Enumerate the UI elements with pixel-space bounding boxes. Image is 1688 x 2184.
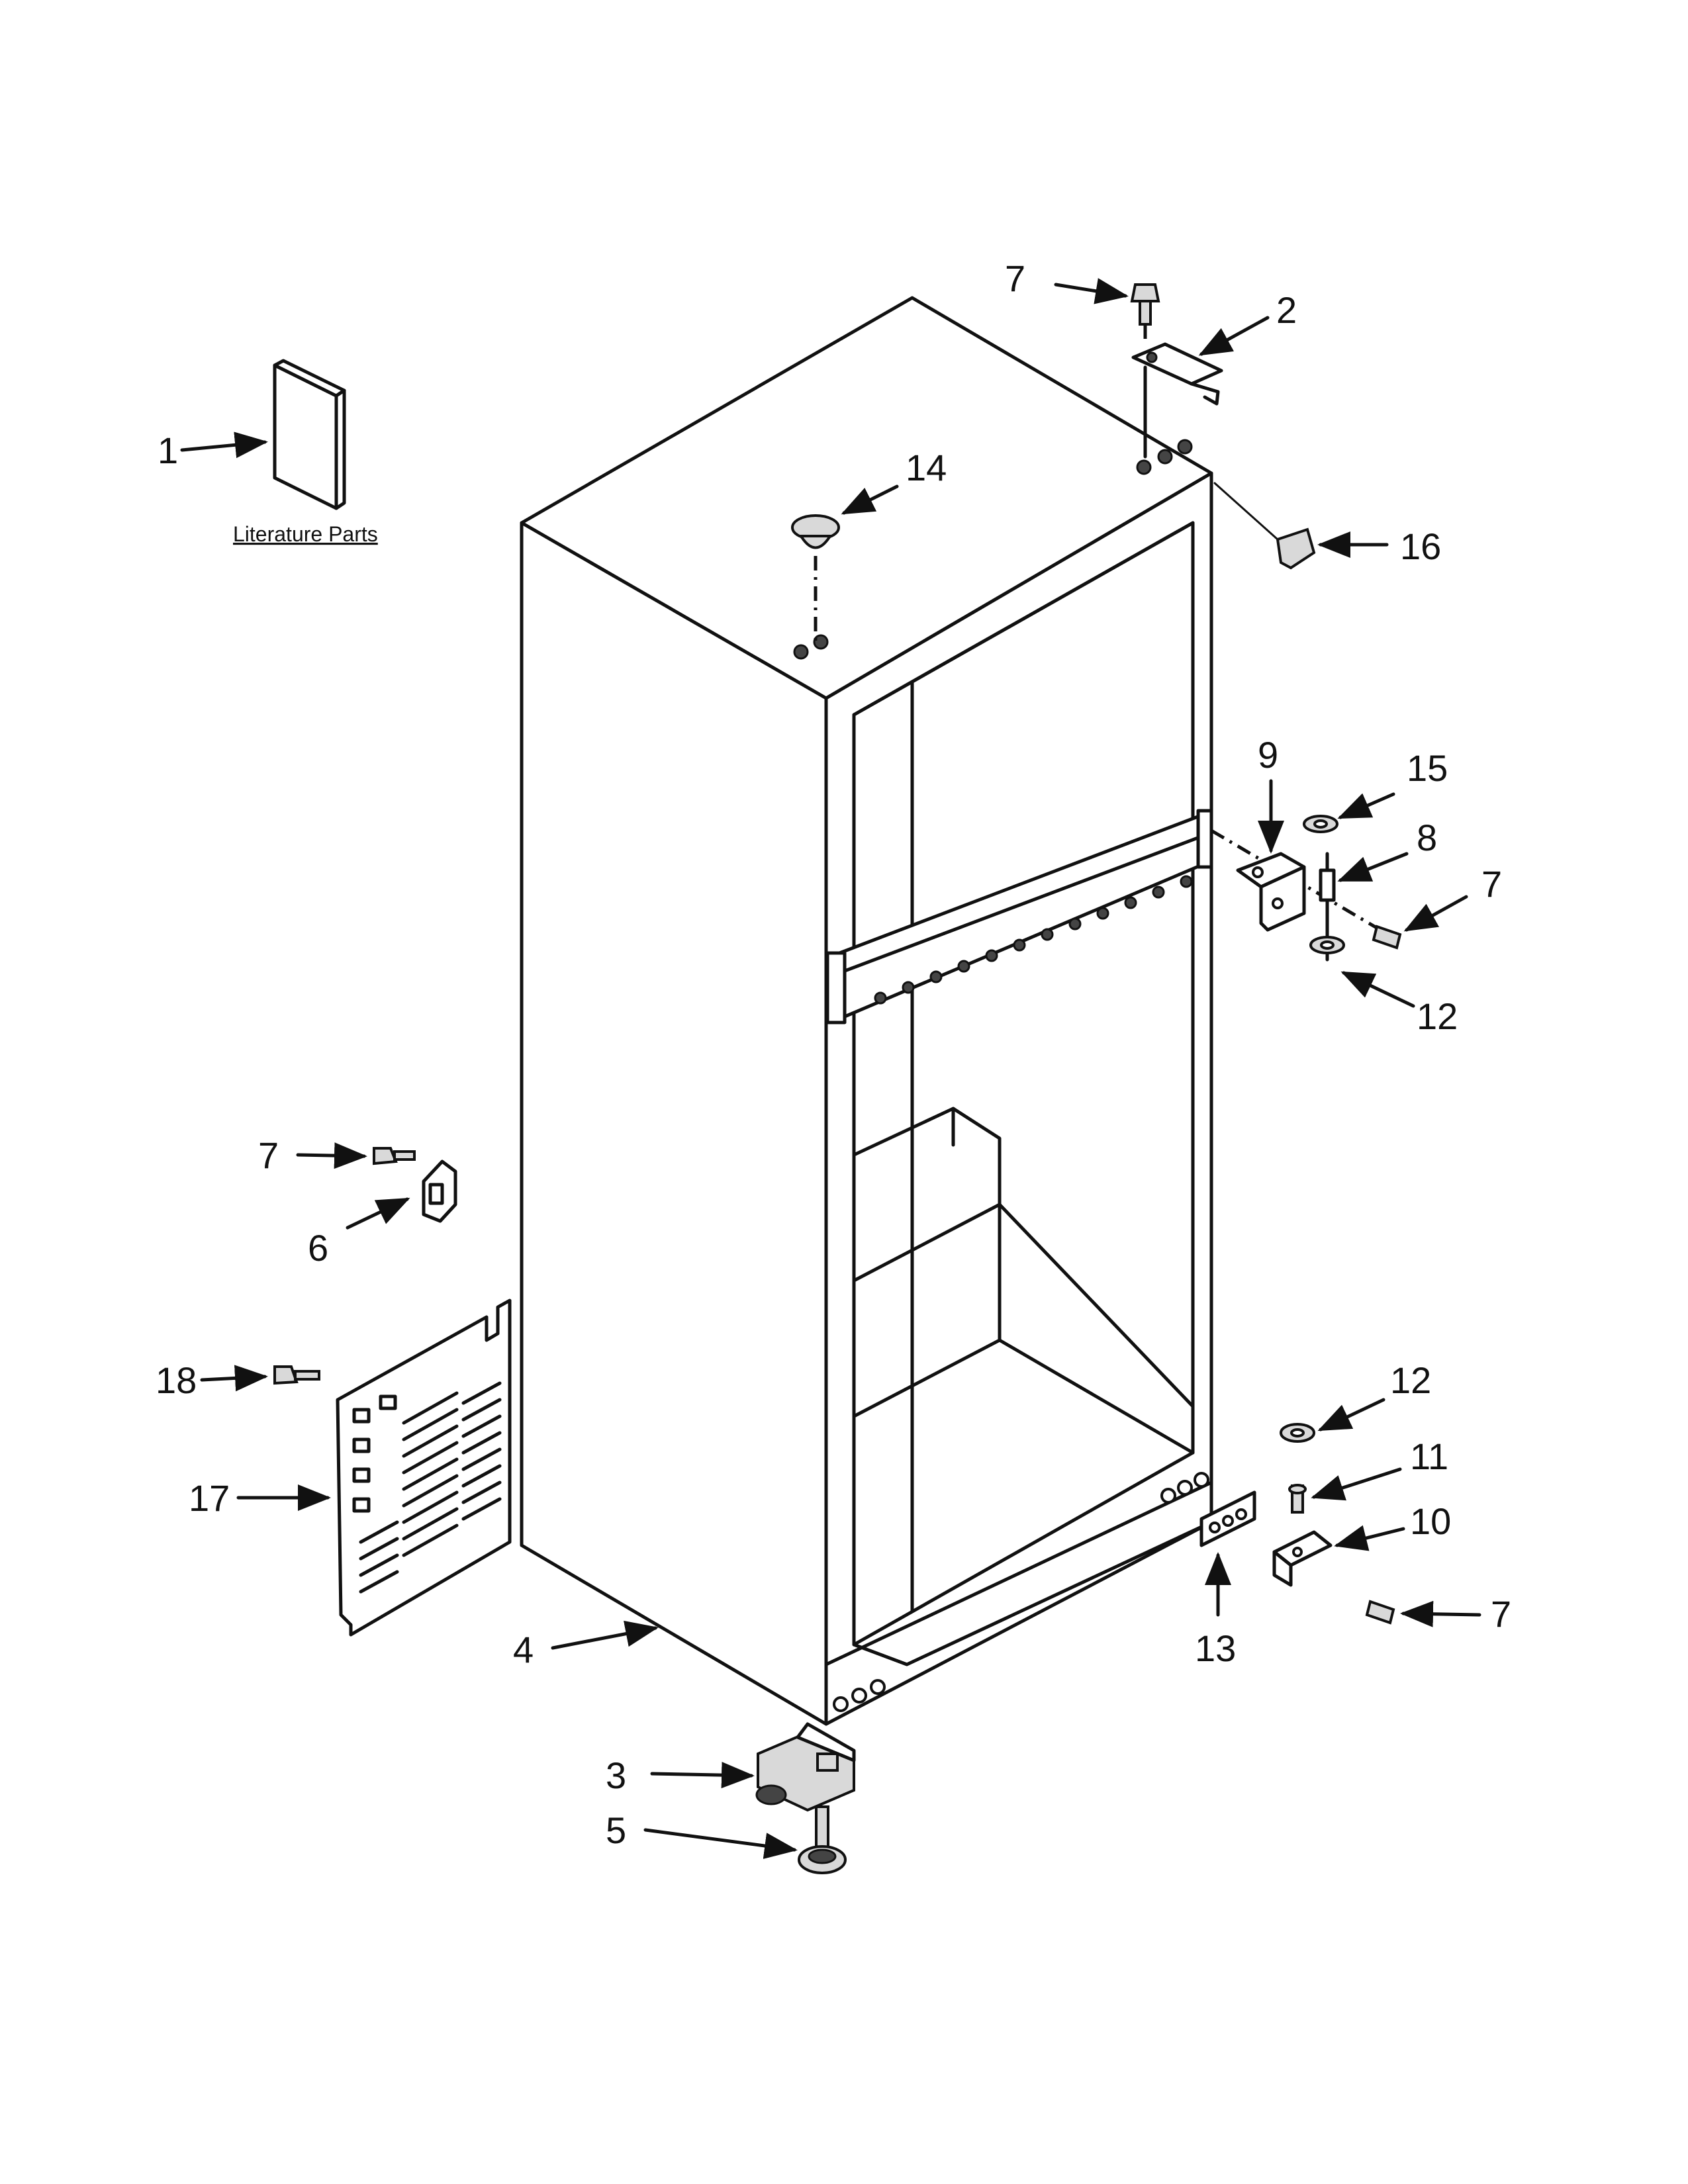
callout-label-7b: 7 [258,1134,279,1176]
refrigerator-cabinet [520,296,1213,1726]
callout-label-5: 5 [606,1809,626,1851]
leveling-leg [798,1805,847,1874]
hinge-screw-top [1130,283,1160,344]
callout-label-12b: 12 [1390,1359,1431,1401]
callout-label-13: 13 [1195,1627,1236,1669]
callout-6: 6 [308,1197,410,1269]
callouts: 1 2 3 4 5 6 7 7 [156,257,1511,1859]
callout-label-16: 16 [1400,525,1441,567]
callout-17: 17 [189,1477,331,1519]
callout-7a: 7 [1005,257,1129,304]
roller-assembly [755,1722,856,1812]
callout-label-1: 1 [158,430,178,471]
callout-label-12a: 12 [1417,995,1458,1037]
callout-16: 16 [1317,525,1441,567]
rail-holes [874,875,1193,1005]
callout-18: 18 [156,1359,268,1401]
callout-14: 14 [841,447,947,515]
callout-5: 5 [606,1809,798,1859]
callout-8: 8 [1337,817,1437,882]
callout-7b: 7 [258,1134,367,1176]
callout-12a: 12 [1340,971,1458,1037]
center-hinge-assembly [1210,815,1402,962]
callout-label-9: 9 [1258,734,1278,776]
access-panel [273,1298,512,1637]
callout-4: 4 [513,1620,659,1670]
literature-booklet: Literature Parts [233,359,378,546]
literature-parts-label: Literature Parts [233,522,378,546]
callout-13: 13 [1195,1552,1236,1669]
callout-15: 15 [1337,747,1448,819]
callout-label-2: 2 [1276,289,1297,331]
side-bracket [373,1147,457,1223]
callout-label-17: 17 [189,1477,230,1519]
callout-3: 3 [606,1754,755,1796]
callout-label-4: 4 [513,1629,534,1670]
callout-label-8: 8 [1417,817,1437,858]
callout-label-3: 3 [606,1754,626,1796]
callout-label-7c: 7 [1481,863,1502,905]
callout-label-7d: 7 [1491,1593,1511,1635]
callout-2: 2 [1198,289,1297,356]
callout-label-11: 11 [1410,1435,1448,1477]
callout-label-7a: 7 [1005,257,1025,299]
bottom-hinge-assembly [1199,1423,1395,1625]
panel-vents [352,1381,502,1594]
top-hinge [1131,342,1223,459]
callout-label-18: 18 [156,1359,197,1401]
callout-11: 11 [1311,1435,1448,1501]
callout-1: 1 [158,430,268,471]
callout-9: 9 [1258,734,1284,854]
callout-label-6: 6 [308,1227,328,1269]
callout-10: 10 [1334,1500,1451,1551]
callout-7c: 7 [1403,863,1502,932]
callout-7d: 7 [1400,1593,1511,1635]
hinge-cover [1213,482,1316,570]
callout-label-15: 15 [1407,747,1448,789]
callout-label-10: 10 [1410,1500,1451,1542]
plug-button [791,514,840,642]
callout-12b: 12 [1317,1359,1431,1432]
callout-label-14: 14 [906,447,947,488]
